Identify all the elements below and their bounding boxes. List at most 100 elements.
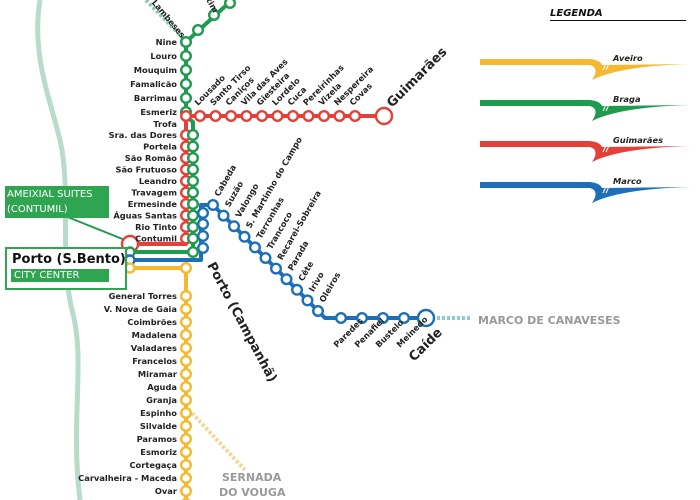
- station-braga: [179, 36, 192, 49]
- station-label: Ovar: [155, 486, 178, 496]
- legend-label: Braga: [613, 94, 641, 104]
- station-campanha: [186, 245, 199, 258]
- sbento-title: Porto (S.Bento): [12, 252, 126, 267]
- station-label: Contumil: [135, 234, 177, 244]
- station-label: Miramar: [138, 369, 178, 379]
- legend-break-mark: [605, 179, 613, 194]
- station-aveiro: [179, 446, 192, 459]
- station-label: General Torres: [109, 291, 177, 301]
- station-label: São Romão: [125, 153, 177, 163]
- station-label: Madalena: [132, 330, 177, 340]
- station-marco: [238, 230, 251, 243]
- station-aveiro: [179, 394, 192, 407]
- legend-label: Aveiro: [612, 53, 643, 63]
- station-braga: [179, 63, 192, 76]
- station-label: Nine: [156, 37, 178, 47]
- station-label: Granja: [146, 395, 177, 405]
- station-trunk-marco: [196, 217, 209, 230]
- legend-break-mark: [602, 138, 610, 153]
- station-aveiro: [179, 485, 192, 498]
- station-label: Coimbrões: [127, 317, 177, 327]
- station-guimaraes-terminus: [374, 106, 394, 126]
- station-marco: [270, 262, 283, 275]
- station-aveiro: [179, 355, 192, 368]
- station-guimaraes: [318, 109, 331, 122]
- sernada-label: SERNADA: [222, 471, 282, 484]
- station-guimaraes: [256, 109, 269, 122]
- station-label: Ermesinde: [128, 199, 178, 209]
- station-trunk-braga: [186, 140, 199, 153]
- legend-break-mark: [602, 179, 610, 194]
- legend-swatch-aveiro: [480, 59, 690, 80]
- sernada-label: DO VOUGA: [219, 486, 286, 499]
- station-caide-terminus: [416, 308, 436, 328]
- station-braga-north: [224, 0, 236, 9]
- station-trunk-marco: [196, 229, 209, 242]
- legend-label: Guimarães: [613, 135, 663, 145]
- station-guimaraes: [271, 109, 284, 122]
- station-guimaraes: [193, 109, 206, 122]
- legend-break-mark: [602, 97, 610, 112]
- station-label: Esmeriz: [140, 107, 177, 117]
- station-label: Cortegaça: [129, 460, 177, 470]
- station-trunk-braga: [186, 186, 199, 199]
- station-trunk-braga: [186, 232, 199, 245]
- station-guimaraes: [349, 109, 362, 122]
- station-marco: [312, 305, 325, 318]
- station-trunk-braga: [186, 151, 199, 164]
- station-label: Famalicão: [130, 79, 177, 89]
- station-marco: [248, 241, 261, 254]
- marco-de-canaveses-label: MARCO DE CANAVESES: [478, 314, 621, 327]
- station-trunk-braga: [186, 197, 199, 210]
- station-marco: [280, 273, 293, 286]
- station-guimaraes: [302, 109, 315, 122]
- station-guimaraes: [240, 109, 253, 122]
- station-label: Águas Santas: [113, 210, 177, 221]
- hotel-callout-pointer: [59, 213, 126, 241]
- station-label: São Frutuoso: [115, 165, 177, 175]
- station-aveiro: [179, 368, 192, 381]
- station-label: Mouquim: [134, 65, 177, 75]
- station-marco: [291, 283, 304, 296]
- station-marco: [356, 312, 369, 325]
- station-braga-north: [191, 24, 204, 37]
- station-trunk-braga: [186, 220, 199, 233]
- station-label: to de Lambeses: [132, 0, 187, 40]
- station-aveiro: [179, 433, 192, 446]
- station-aveiro: [179, 407, 192, 420]
- legend-label: Marco: [613, 176, 642, 186]
- station-trunk-braga: [186, 163, 199, 176]
- legend-swatch-braga: [480, 100, 690, 121]
- station-label: Leandro: [139, 176, 177, 186]
- station-trunk-marco: [196, 206, 209, 219]
- hotel-location: (CONTUMIL): [7, 204, 68, 215]
- legend-break-mark: [605, 97, 613, 112]
- station-guimaraes: [224, 109, 237, 122]
- station-label: Carvalheira - Maceda: [78, 473, 177, 483]
- station-trunk-braga: [186, 209, 199, 222]
- dotted-extension-braga: [144, 0, 185, 40]
- station-guimaraes: [287, 109, 300, 122]
- station-label: Sra. das Dores: [109, 130, 177, 140]
- station-campanha-aveiro: [179, 262, 192, 275]
- legend-title: LEGENDA: [550, 8, 686, 21]
- station-label: Rio Tinto: [135, 222, 177, 232]
- terminus-label: Guimarães: [384, 45, 450, 111]
- station-trunk-marco: [196, 241, 209, 254]
- station-braga: [179, 77, 192, 90]
- station-aveiro: [179, 342, 192, 355]
- station-marco: [377, 312, 390, 325]
- station-guimaraes: [209, 109, 222, 122]
- station-label: Portela: [143, 142, 177, 152]
- station-label: Esmoriz: [140, 447, 177, 457]
- station-label: Louro: [150, 51, 177, 61]
- station-label: Francelos: [132, 356, 177, 366]
- station-label: Valadares: [131, 343, 177, 353]
- station-aveiro: [179, 472, 192, 485]
- station-label: Aguda: [147, 382, 177, 392]
- hotel-name: AMEIXIAL SUITES: [7, 189, 93, 200]
- station-label: Paramos: [137, 434, 177, 444]
- station-marco: [259, 251, 272, 264]
- station-braga-north: [207, 8, 220, 22]
- station-label: Espinho: [140, 408, 177, 418]
